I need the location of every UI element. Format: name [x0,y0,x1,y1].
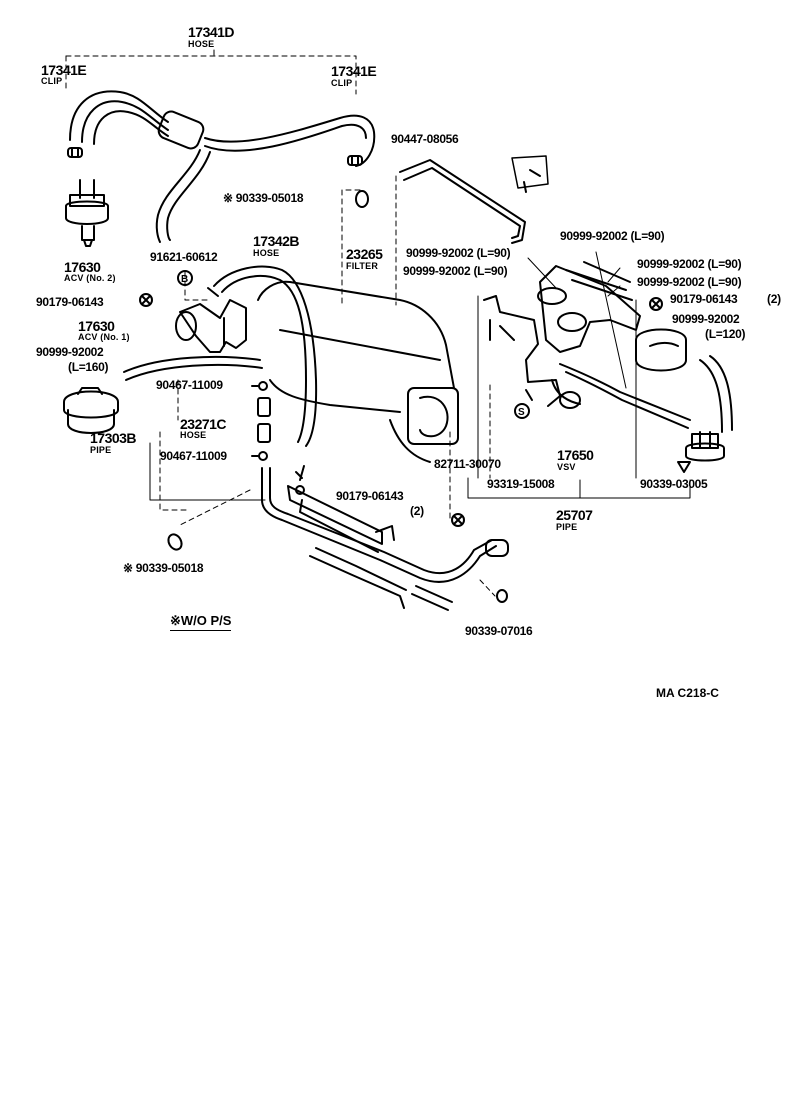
pipe-17303b [63,387,119,434]
plug-07016-icon [496,589,508,603]
label-90999-r3: 90999-92002 (L=90) [637,257,742,271]
label-90999-r5: 90999-92002 (L=90) [637,275,742,289]
label-17341e-left: 17341E [41,62,87,78]
label-90339-03005: 90339-03005 [640,477,708,491]
label-90999-l120: 90999-92002 [672,312,740,326]
washer-mid-icon [451,513,465,527]
label-23265: 23265 [346,246,383,262]
note-wo-ps: ※W/O P/S [170,614,232,631]
svg-text:S: S [518,407,525,418]
label-90999-l120-len: (L=120) [705,327,746,341]
label-90467-a: 90467-11009 [156,378,223,392]
label-17630-no1-name: ACV (No. 1) [78,332,130,342]
label-17342b: 17342B [253,233,300,249]
label-17341e-right: 17341E [331,63,377,79]
label-90447: 90447-08056 [391,132,459,146]
label-17303b: 17303B [90,430,137,446]
label-91621: 91621-60612 [150,250,218,264]
label-90339-07016: 90339-07016 [465,624,533,638]
plug-bottom-icon [167,533,183,551]
vsv-assembly [483,261,691,429]
acv-no1 [175,287,247,353]
hose-17341d [69,90,376,243]
label-17341e-left-name: CLIP [41,76,63,86]
label-90999-l160-len: (L=160) [68,360,109,374]
label-17630-no1: 17630 [78,318,115,334]
label-90179-mid-qty: (2) [410,504,424,518]
label-90179-right-qty: (2) [767,292,781,306]
label-90999-l160: 90999-92002 [36,345,104,359]
diagram-code: MA C218-C [656,686,719,700]
top-group-leader [65,49,357,95]
marker-b-icon: B [177,270,193,286]
canister-body [257,280,459,463]
label-90999-r4: 90999-92002 (L=90) [403,264,508,278]
pipe-90447 [399,155,549,244]
hose-23271c [257,397,271,443]
leader-lines [159,175,496,597]
clip-right-icon [347,155,363,166]
label-90179-left: 90179-06143 [36,295,104,309]
label-90179-mid: 90179-06143 [336,489,404,503]
label-82711: 82711-30070 [434,457,501,471]
canister-right [635,328,733,462]
acv-no2 [65,179,109,247]
label-90999-r1: 90999-92002 (L=90) [560,229,665,243]
label-23271c-name: HOSE [180,430,207,440]
label-90999-r2: 90999-92002 (L=90) [406,246,511,260]
label-93319: 93319-15008 [487,477,555,491]
pipe-25707 [261,465,509,611]
label-23271c: 23271C [180,416,227,432]
label-17650-name: VSV [557,462,576,472]
label-25707-name: PIPE [556,522,578,532]
label-17341e-right-name: CLIP [331,78,353,88]
label-23265-name: FILTER [346,261,379,271]
marker-s-icon: S [514,403,530,419]
plug-right-icon [677,461,691,473]
label-17650: 17650 [557,447,594,463]
washer-left-icon [139,293,153,307]
label-17303b-name: PIPE [90,445,112,455]
hose-l160 [123,355,263,381]
hose-17342b [213,265,318,447]
svg-text:B: B [181,274,188,285]
clamp-b-icon [251,451,268,461]
label-17342b-name: HOSE [253,248,280,258]
label-17630-no2: 17630 [64,259,101,275]
clamp-a-icon [251,381,268,391]
label-90339-05018-top: ※ 90339-05018 [223,191,304,205]
clip-left-icon [67,147,83,158]
label-25707: 25707 [556,507,593,523]
label-17630-no2-name: ACV (No. 2) [64,273,116,283]
label-90467-b: 90467-11009 [160,449,227,463]
label-17341d: 17341D [188,24,235,40]
label-90179-right: 90179-06143 [670,292,738,306]
washer-right-icon [649,297,663,311]
label-90339-05018-bottom: ※ 90339-05018 [123,561,204,575]
label-17341d-name: HOSE [188,39,215,49]
plug-top-icon [355,190,369,208]
